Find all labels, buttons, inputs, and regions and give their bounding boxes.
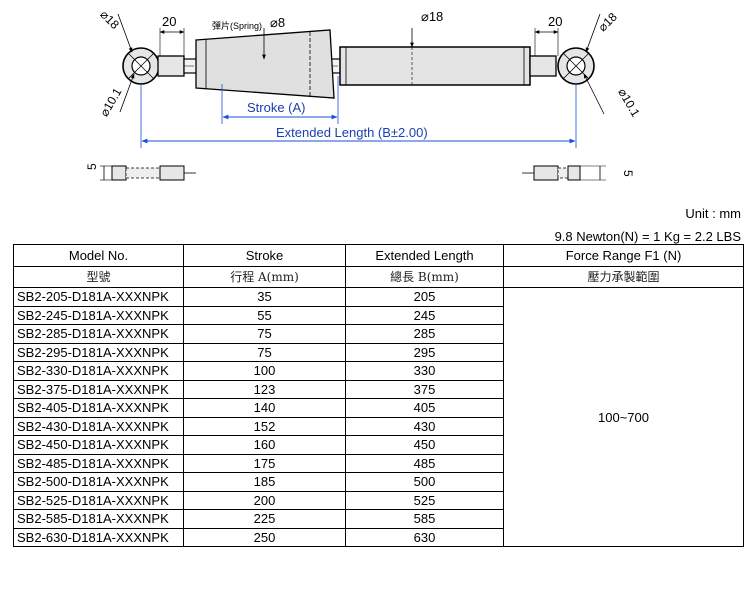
- model-cell: SB2-375-D181A-XXXNPK: [13, 379, 184, 399]
- right-side-view: [522, 165, 606, 181]
- table-row: SB2-485-D181A-XXXNPK 175 485: [13, 453, 744, 473]
- left-dia-label: ⌀18: [97, 7, 122, 32]
- stroke-cell: 175: [183, 453, 346, 473]
- length-cell: 430: [345, 416, 504, 436]
- stroke-cell: 140: [183, 398, 346, 418]
- length-cell: 450: [345, 435, 504, 455]
- table-row: SB2-630-D181A-XXXNPK 250 630: [13, 527, 744, 547]
- length-cell: 375: [345, 379, 504, 399]
- model-cell: SB2-295-D181A-XXXNPK: [13, 342, 184, 362]
- stroke-cell: 35: [183, 287, 346, 307]
- stroke-cell: 200: [183, 490, 346, 510]
- table-row: SB2-285-D181A-XXXNPK 75 285: [13, 324, 744, 344]
- stroke-cell: 152: [183, 416, 346, 436]
- header-force-range: Force Range F1 (N): [503, 244, 744, 267]
- stroke-dimension: [221, 76, 339, 124]
- right-5-label: 5: [621, 170, 635, 177]
- model-cell: SB2-330-D181A-XXXNPK: [13, 361, 184, 381]
- length-cell: 285: [345, 324, 504, 344]
- header-row-en: Model No. Stroke Extended Length Force R…: [13, 244, 744, 267]
- gas-spring-drawing: ⌀18 20 彈片(Spring) ⌀8 ⌀18 20 ⌀18 ⌀10.1 ⌀1…: [85, 7, 643, 181]
- length-cell: 405: [345, 398, 504, 418]
- header-extended-length-zh: 總長 B(mm): [345, 266, 504, 288]
- spring-sleeve: [195, 29, 335, 99]
- stroke-cell: 75: [183, 324, 346, 344]
- length-cell: 485: [345, 453, 504, 473]
- model-cell: SB2-585-D181A-XXXNPK: [13, 509, 184, 529]
- stroke-cell: 55: [183, 305, 346, 325]
- table-row: SB2-585-D181A-XXXNPK 225 585: [13, 509, 744, 529]
- table-row: SB2-450-D181A-XXXNPK 160 450: [13, 435, 744, 455]
- length-cell: 245: [345, 305, 504, 325]
- header-model-zh: 型號: [13, 266, 184, 288]
- table-row: SB2-405-D181A-XXXNPK 140 405: [13, 398, 744, 418]
- length-cell: 330: [345, 361, 504, 381]
- right-eye-end: [557, 47, 595, 85]
- stroke-cell: 75: [183, 342, 346, 362]
- table-row: SB2-245-D181A-XXXNPK 55 245: [13, 305, 744, 325]
- header-force-range-zh: 壓力承製範圍: [503, 266, 744, 288]
- stroke-cell: 100: [183, 361, 346, 381]
- left-20-label: 20: [162, 14, 176, 29]
- force-range-cell: 100~700: [503, 287, 744, 547]
- model-cell: SB2-485-D181A-XXXNPK: [13, 453, 184, 473]
- unit-note: Unit : mm: [685, 206, 741, 221]
- model-cell: SB2-630-D181A-XXXNPK: [13, 527, 184, 547]
- header-extended-length: Extended Length: [345, 244, 504, 267]
- stroke-cell: 225: [183, 509, 346, 529]
- spec-table: Model No. Stroke Extended Length Force R…: [13, 244, 744, 547]
- header-stroke: Stroke: [183, 244, 346, 267]
- model-cell: SB2-245-D181A-XXXNPK: [13, 305, 184, 325]
- model-cell: SB2-525-D181A-XXXNPK: [13, 490, 184, 510]
- header-model: Model No.: [13, 244, 184, 267]
- left-side-view: [100, 165, 196, 181]
- length-cell: 295: [345, 342, 504, 362]
- left-5-label: 5: [85, 163, 99, 170]
- length-cell: 630: [345, 527, 504, 547]
- model-cell: SB2-285-D181A-XXXNPK: [13, 324, 184, 344]
- top-dimensions: [117, 13, 605, 115]
- right-dia-label: ⌀18: [595, 10, 620, 35]
- table-row: SB2-330-D181A-XXXNPK 100 330: [13, 361, 744, 381]
- length-cell: 205: [345, 287, 504, 307]
- left-101-label: ⌀10.1: [97, 85, 125, 119]
- model-cell: SB2-430-D181A-XXXNPK: [13, 416, 184, 436]
- stroke-cell: 123: [183, 379, 346, 399]
- model-cell: SB2-450-D181A-XXXNPK: [13, 435, 184, 455]
- right-101-label: ⌀10.1: [615, 86, 643, 120]
- table-row: SB2-295-D181A-XXXNPK 75 295: [13, 342, 744, 362]
- header-stroke-zh: 行程 A(mm): [183, 266, 346, 288]
- cylinder: [339, 46, 557, 86]
- table-row: SB2-525-D181A-XXXNPK 200 525: [13, 490, 744, 510]
- right-20-label: 20: [548, 14, 562, 29]
- length-cell: 500: [345, 472, 504, 492]
- stroke-label: Stroke (A): [247, 100, 306, 115]
- dia8-label: ⌀8: [270, 15, 285, 30]
- length-cell: 525: [345, 490, 504, 510]
- spring-label: 彈片(Spring): [212, 20, 262, 31]
- stroke-cell: 250: [183, 527, 346, 547]
- stroke-cell: 185: [183, 472, 346, 492]
- extended-length-label: Extended Length (B±2.00): [276, 125, 428, 140]
- model-cell: SB2-500-D181A-XXXNPK: [13, 472, 184, 492]
- table-row: SB2-205-D181A-XXXNPK 35 205 100~700: [13, 287, 744, 547]
- length-cell: 585: [345, 509, 504, 529]
- header-row-zh: 型號 行程 A(mm) 總長 B(mm) 壓力承製範圍: [13, 266, 744, 288]
- model-cell: SB2-405-D181A-XXXNPK: [13, 398, 184, 418]
- model-cell: SB2-205-D181A-XXXNPK: [13, 287, 184, 307]
- extended-length-dimension: [140, 84, 577, 148]
- stroke-cell: 160: [183, 435, 346, 455]
- dia18-label: ⌀18: [421, 9, 443, 24]
- table-row: SB2-500-D181A-XXXNPK 185 500: [13, 472, 744, 492]
- conversion-note: 9.8 Newton(N) = 1 Kg = 2.2 LBS: [554, 229, 741, 244]
